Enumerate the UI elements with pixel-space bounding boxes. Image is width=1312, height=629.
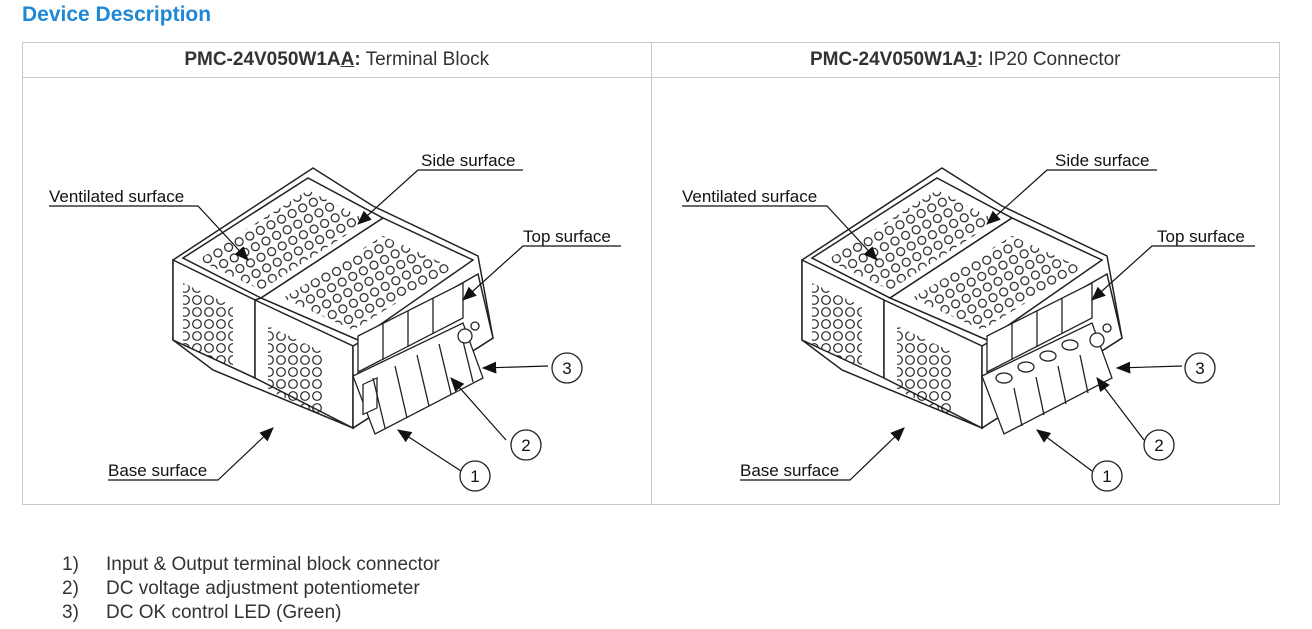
callout-1: 1 <box>459 460 491 492</box>
leader-ventilated <box>681 205 878 261</box>
table-header-row: PMC-24V050W1AA: Terminal Block PMC-24V05… <box>22 42 1280 78</box>
callout-2: 2 <box>510 429 542 461</box>
label-top-surface: Top surface <box>523 227 611 246</box>
component-legend: 1) Input & Output terminal block connecto… <box>62 553 440 625</box>
svg-text:1: 1 <box>1102 467 1111 486</box>
potentiometer-icon <box>457 328 473 344</box>
figure-cell-terminal-block: Ventilated surface Side surface Top surf… <box>22 77 652 505</box>
header-ip20-connector: PMC-24V050W1AJ: IP20 Connector <box>650 42 1280 78</box>
psu-drawing-terminal-block: Ventilated surface Side surface Top surf… <box>49 151 621 492</box>
leader-side <box>357 169 523 225</box>
model-number: PMC-24V050W1AJ: <box>810 49 984 70</box>
led-icon <box>1101 323 1112 333</box>
terminal-label-plate <box>357 281 464 374</box>
model-suffix: J <box>966 49 977 70</box>
leader-side <box>985 169 1157 225</box>
svg-text:3: 3 <box>562 359 571 378</box>
legend-text: DC voltage adjustment potentiometer <box>106 578 420 599</box>
table-figure-row: Ventilated surface Side surface Top surf… <box>22 77 1280 505</box>
svg-text:2: 2 <box>1154 436 1163 455</box>
leader-3 <box>481 361 549 374</box>
callout-3: 3 <box>551 352 583 384</box>
legend-text: DC OK control LED (Green) <box>106 602 342 623</box>
label-top-surface: Top surface <box>1157 227 1245 246</box>
label-ventilated-surface: Ventilated surface <box>682 187 817 206</box>
leader-2 <box>1095 377 1144 441</box>
label-base-surface: Base surface <box>108 461 207 480</box>
header-terminal-block: PMC-24V050W1AA: Terminal Block <box>22 42 652 78</box>
leader-1 <box>396 429 462 472</box>
svg-text:3: 3 <box>1195 359 1204 378</box>
leader-ventilated <box>49 205 249 261</box>
terminal-block-connector <box>352 322 484 435</box>
legend-text: Input & Output terminal block connector <box>106 554 440 575</box>
model-prefix: PMC-24V050W1A <box>184 49 341 70</box>
ventilation-pattern <box>183 190 453 416</box>
label-base-surface: Base surface <box>740 461 839 480</box>
ip20-connector <box>980 322 1113 435</box>
device-description-table: PMC-24V050W1AA: Terminal Block PMC-24V05… <box>22 42 1280 505</box>
label-side-surface: Side surface <box>421 151 516 170</box>
callout-1: 1 <box>1090 460 1123 492</box>
leader-1 <box>1035 429 1092 472</box>
legend-number: 1) <box>62 554 79 575</box>
legend-item: 2) DC voltage adjustment potentiometer <box>62 577 440 601</box>
svg-text:1: 1 <box>470 467 479 486</box>
figure-cell-ip20-connector: Ventilated surface Side surface Top surf… <box>650 77 1280 505</box>
label-side-surface: Side surface <box>1055 151 1150 170</box>
label-ventilated-surface: Ventilated surface <box>49 187 184 206</box>
led-icon <box>470 321 480 331</box>
connector-type: Terminal Block <box>365 49 490 70</box>
legend-item: 1) Input & Output terminal block connecto… <box>62 553 440 577</box>
legend-number: 3) <box>62 602 79 623</box>
leader-3 <box>1115 361 1182 374</box>
svg-text:2: 2 <box>521 436 530 455</box>
ventilation-pattern <box>811 190 1082 416</box>
section-heading: Device Description <box>22 3 212 26</box>
connector-type: IP20 Connector <box>988 49 1121 70</box>
leader-2 <box>450 377 507 441</box>
psu-drawing-ip20-connector: Ventilated surface Side surface Top surf… <box>681 151 1255 492</box>
terminal-label-plate <box>985 281 1093 374</box>
leader-top <box>1090 245 1255 301</box>
model-suffix: A <box>340 49 355 70</box>
potentiometer-icon <box>1088 332 1105 348</box>
leader-base <box>739 427 905 481</box>
model-prefix: PMC-24V050W1A <box>810 49 967 70</box>
callout-2: 2 <box>1142 429 1175 461</box>
callout-3: 3 <box>1183 352 1216 384</box>
model-number: PMC-24V050W1AA: <box>184 49 361 70</box>
leader-top <box>462 245 621 301</box>
legend-item: 3) DC OK control LED (Green) <box>62 601 440 625</box>
legend-number: 2) <box>62 578 79 599</box>
leader-base <box>108 427 274 481</box>
